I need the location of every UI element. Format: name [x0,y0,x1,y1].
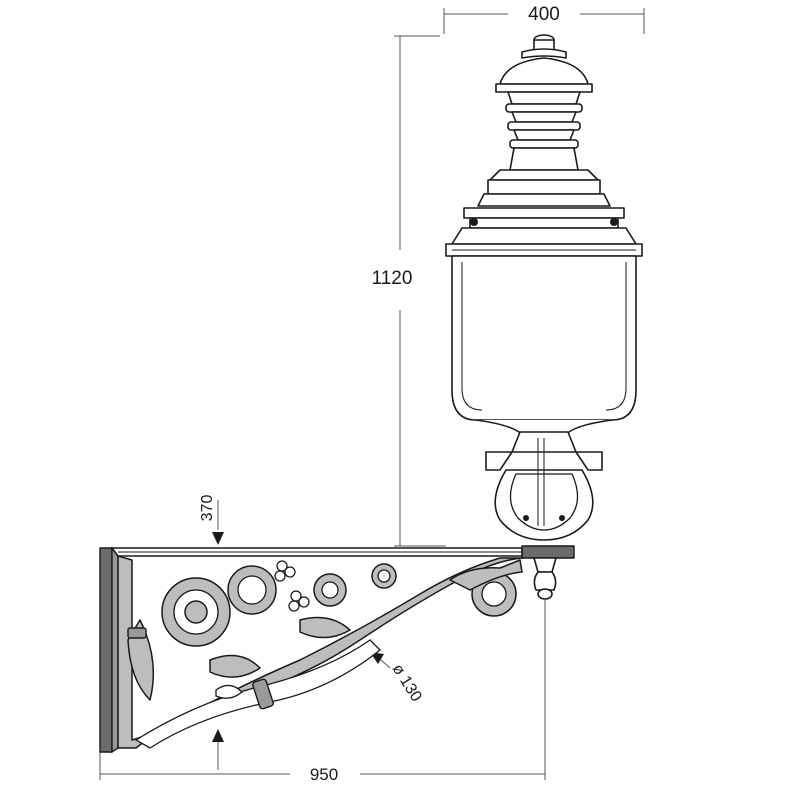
dimension-width-top: 400 [443,4,645,34]
mounting-fitting [521,545,575,600]
dimension-diameter-label: ø 130 [389,661,425,705]
lantern [445,34,643,541]
arrow-up-icon [212,729,224,742]
dimension-height-total: 1120 [372,35,446,547]
dimension-bracket-height-label: 370 [199,495,216,522]
dimension-bracket-height: 370 [199,495,224,770]
arrow-down-icon [212,532,224,545]
wall-bracket [99,546,523,754]
dimension-height-total-label: 1120 [372,268,413,289]
dimension-projection-label: 950 [310,765,338,784]
dimension-diameter: ø 130 [370,652,425,705]
dimension-projection: 950 [99,600,546,784]
dimension-width-top-label: 400 [528,4,560,25]
